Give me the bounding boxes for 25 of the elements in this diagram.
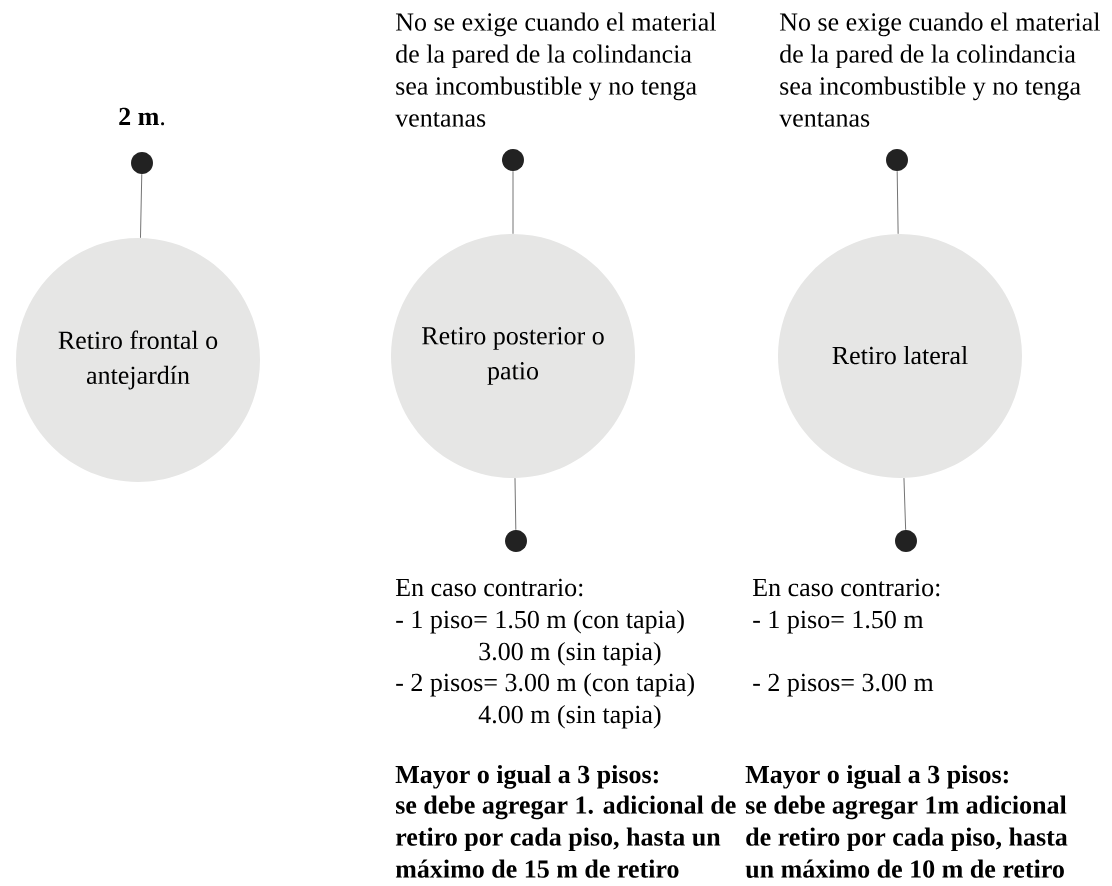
note-text: - 2 pisos= 3.00 m: [753, 673, 934, 697]
connector-line: [903, 477, 907, 531]
note-text: 4.00 m (sin tapia): [478, 704, 661, 729]
connector-line: [514, 477, 517, 531]
note-text: - 1 piso= 1.50 m (con tapia): [396, 609, 684, 634]
dot-marker: [886, 149, 908, 171]
connector-line: [896, 170, 899, 235]
note-text: En caso contrario:: [752, 578, 940, 597]
note-text: Mayor o igual a 3 pisos:: [745, 764, 1008, 789]
dot-marker: [131, 152, 153, 174]
note-text: En caso contrario:: [395, 578, 583, 597]
note-text: se debe agregar 1m adicional de retiro por cada piso, hasta un máximo de 10 m de retiro: [745, 795, 1068, 878]
dot-marker: [502, 149, 524, 171]
dot-marker: [895, 530, 917, 552]
dot-marker: [505, 530, 527, 552]
note-text: se debe agregar 1. adicional de retiro por cada piso, hasta un máximo de 15 m de retiro: [395, 795, 736, 878]
connector-line: [512, 170, 514, 235]
connector-line: [140, 173, 143, 239]
note-text: Mayor o igual a 3 pisos:: [395, 764, 658, 789]
note-text: - 2 pisos= 3.00 m (con tapia): [396, 672, 694, 697]
note-text: - 1 piso= 1.50 m: [753, 610, 924, 634]
note-text: No se exige cuando el material de la pared de la colindancia sea incombustible y no tenga ventanas: [779, 12, 1100, 127]
note-text: 2 m.: [119, 107, 165, 126]
note-text: 3.00 m (sin tapia): [479, 641, 661, 666]
note-text: No se exige cuando el material de la pared de la colindancia sea incombustible y no tenga ventanas: [395, 12, 716, 127]
